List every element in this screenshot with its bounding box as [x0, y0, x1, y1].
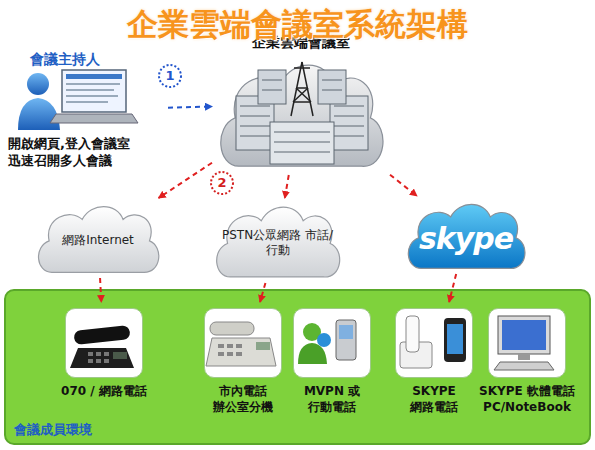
callout-number: 2	[211, 172, 233, 194]
node-title: SKYPE 軟體電話 PC/NoteBook	[474, 384, 580, 415]
dashed-arrow	[168, 107, 212, 108]
dashed-arrow	[285, 175, 289, 198]
node-title: 網路Internet	[32, 233, 164, 249]
cloud-node: 網路Internet	[32, 198, 164, 278]
node-title: 070 / 網路電話	[40, 384, 168, 400]
diagram-title: 企業雲端會議室系統架構	[0, 4, 595, 46]
node-title: 會議成員環境	[14, 422, 92, 439]
node-title: PSTN公眾網路 市話/行動	[210, 228, 345, 259]
node-text: 開啟網頁,登入會議室 迅速召開多人會議	[8, 136, 168, 170]
cloud-shape	[221, 65, 383, 166]
callout-circle	[211, 172, 233, 194]
host-icon	[18, 70, 138, 130]
node-title: MVPN 或 行動電話	[286, 384, 378, 415]
cloud-node: skype	[402, 196, 530, 274]
dashed-arrow	[100, 278, 101, 302]
node-title: SKYPE 網路電話	[388, 384, 480, 415]
node-title: skype	[402, 219, 530, 258]
device-frame	[293, 308, 371, 378]
dashed-arrow	[159, 163, 212, 198]
callout-number: 1	[159, 65, 181, 87]
callout-circle	[159, 65, 181, 87]
pc-icon	[494, 316, 554, 370]
node-title: 市內電話 辦公室分機	[197, 384, 289, 415]
dashed-arrow	[390, 175, 417, 196]
cloud-node: PSTN公眾網路 市話/行動	[210, 198, 345, 283]
node-title: 會議主持人	[30, 50, 100, 68]
